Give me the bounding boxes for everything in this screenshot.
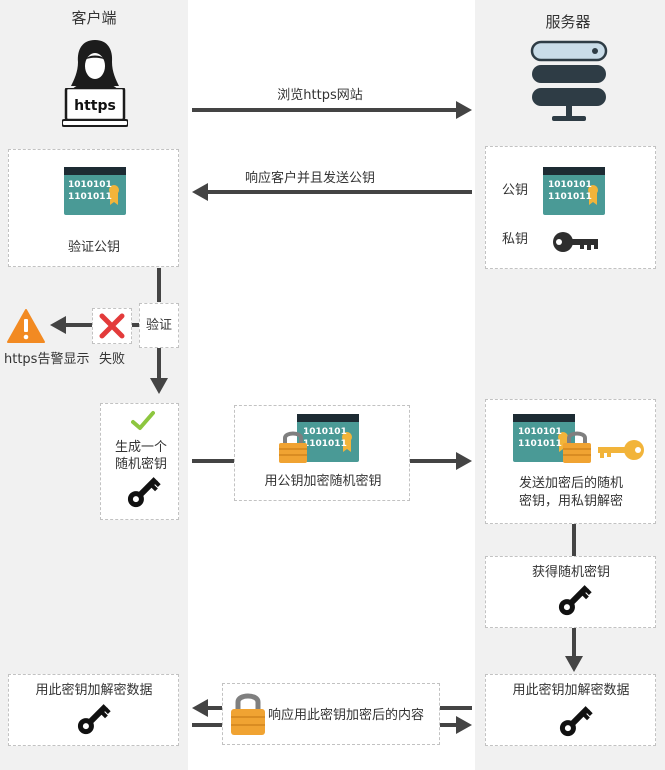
certificate-icon <box>64 167 126 215</box>
obtain-key-label: 获得随机密钥 <box>531 565 611 580</box>
client-decrypt-label: 用此密钥加解密数据 <box>35 683 153 698</box>
private-key-label: 私钥 <box>502 232 529 247</box>
cert-line2: 1101011 <box>548 192 592 202</box>
laptop-label: https <box>74 98 116 114</box>
verify-public-key-label: 验证公钥 <box>67 240 121 255</box>
key-icon <box>553 232 598 252</box>
generate-key-line2: 随机密钥 <box>114 457 168 472</box>
server-header: 服务器 <box>545 13 591 31</box>
cert-line1: 1010101 <box>303 427 347 437</box>
verify-label: 验证 <box>145 318 173 333</box>
generate-key-line1: 生成一个 <box>114 440 168 455</box>
public-key-label: 公钥 <box>502 183 529 198</box>
lock-icon <box>231 693 265 735</box>
cert-line1: 1010101 <box>68 180 112 190</box>
obtain-key-box <box>485 556 656 628</box>
respond-public-key-label: 响应客户并且发送公钥 <box>244 171 376 186</box>
check-icon <box>131 411 155 430</box>
send-decrypt-line2: 密钥，用私钥解密 <box>518 494 624 509</box>
warning-icon <box>7 309 45 343</box>
cert-line1: 1010101 <box>518 427 562 437</box>
warning-label: https告警显示 <box>4 352 90 367</box>
lock-icon <box>563 431 591 463</box>
encrypt-key-label: 用公钥加密随机密钥 <box>264 474 382 489</box>
key-icon <box>127 477 161 508</box>
key-icon <box>598 440 644 460</box>
certificate-icon <box>297 414 359 462</box>
laptop-icon <box>62 88 128 127</box>
browse-label: 浏览https网站 <box>277 88 363 103</box>
verify-box <box>139 303 179 348</box>
cert-line2: 1101011 <box>518 439 562 449</box>
client-decrypt-box <box>8 674 179 746</box>
cross-icon <box>99 313 125 339</box>
key-icon <box>77 704 111 735</box>
encrypted-response-label: 响应用此密钥加密后的内容 <box>268 708 425 723</box>
cert-line1: 1010101 <box>548 180 592 190</box>
server-decrypt-label: 用此密钥加解密数据 <box>512 683 630 698</box>
server-icon <box>530 40 608 121</box>
client-header: 客户端 <box>71 9 117 27</box>
server-column-bg <box>475 0 665 770</box>
fail-label: 失败 <box>98 352 126 367</box>
lock-icon <box>279 431 307 463</box>
certificate-icon <box>543 167 605 215</box>
send-decrypt-line1: 发送加密后的随机 <box>518 476 624 491</box>
cert-line2: 1101011 <box>303 439 347 449</box>
key-icon <box>559 706 593 737</box>
key-icon <box>558 585 592 616</box>
cert-line2: 1101011 <box>68 192 112 202</box>
